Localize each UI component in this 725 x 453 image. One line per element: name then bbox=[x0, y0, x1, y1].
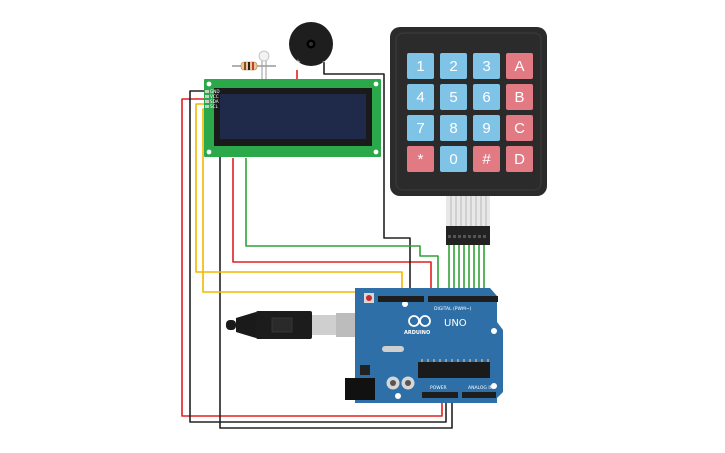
keypad-key-label: 8 bbox=[449, 120, 457, 137]
keypad-key-2[interactable] bbox=[440, 53, 467, 79]
keypad-key-3[interactable] bbox=[473, 53, 500, 79]
lcd-pin-scl-label: SCL bbox=[210, 104, 219, 109]
keypad-key-label: A bbox=[514, 58, 524, 75]
lcd-screen bbox=[220, 94, 366, 139]
keypad-key-label: # bbox=[482, 151, 491, 168]
crystal bbox=[382, 346, 404, 352]
arduino-model: UNO bbox=[444, 318, 467, 329]
keypad-key-A[interactable] bbox=[506, 53, 533, 79]
keypad-key-label: * bbox=[418, 151, 424, 168]
capacitors bbox=[386, 376, 415, 390]
power-jack bbox=[345, 378, 375, 400]
keypad-key-4[interactable] bbox=[407, 84, 434, 110]
keypad-key-label: 5 bbox=[449, 89, 457, 106]
keypad-ribbon bbox=[446, 196, 490, 245]
piezo-buzzer[interactable]: − + bbox=[289, 22, 333, 66]
wire-yellow-sda[interactable] bbox=[195, 103, 403, 296]
analog-label: ANALOG IN bbox=[468, 385, 493, 391]
keypad-key-6[interactable] bbox=[473, 84, 500, 110]
keypad-key-label: 3 bbox=[482, 58, 490, 75]
buzzer-minus-label: − bbox=[322, 58, 328, 66]
keypad-key-label: 1 bbox=[416, 58, 424, 75]
wire-black-lcd-gnd-2[interactable] bbox=[189, 90, 447, 423]
lcd-module[interactable]: GND VCC SDA SCL bbox=[204, 79, 381, 157]
keypad-key-7[interactable] bbox=[407, 115, 434, 141]
keypad-key-9[interactable] bbox=[473, 115, 500, 141]
power-label: POWER bbox=[430, 385, 447, 391]
keypad-key-label: 9 bbox=[482, 120, 490, 137]
keypad-key-label: 0 bbox=[449, 151, 457, 168]
lcd-pins bbox=[205, 90, 209, 108]
led[interactable] bbox=[258, 50, 270, 80]
wire-green-lcd[interactable] bbox=[245, 158, 439, 296]
keypad-keys: 1 2 3 A 4 5 6 B 7 8 9 C * 0 # D bbox=[407, 53, 533, 172]
microcontroller-chip bbox=[418, 362, 490, 378]
keypad-key-label: D bbox=[514, 151, 525, 168]
resistor[interactable] bbox=[232, 61, 276, 71]
lcd-pin-gnd-label: GND bbox=[210, 89, 220, 94]
power-analog-header bbox=[422, 392, 496, 398]
keypad-key-B[interactable] bbox=[506, 84, 533, 110]
lcd-pin-vcc-label: VCC bbox=[210, 94, 219, 99]
keypad-key-label: 4 bbox=[416, 89, 424, 106]
keypad-key-1[interactable] bbox=[407, 53, 434, 79]
keypad-key-label: 2 bbox=[449, 58, 457, 75]
keypad-key-label: 6 bbox=[482, 89, 490, 106]
arduino-logo bbox=[408, 315, 431, 327]
keypad-key-#[interactable] bbox=[473, 146, 500, 172]
keypad[interactable]: 1 2 3 A 4 5 6 B 7 8 9 C * 0 # D bbox=[390, 27, 547, 245]
usb-cable[interactable] bbox=[226, 311, 374, 339]
keypad-key-label: 7 bbox=[416, 120, 424, 137]
keypad-key-C[interactable] bbox=[506, 115, 533, 141]
keypad-key-5[interactable] bbox=[440, 84, 467, 110]
arduino-uno[interactable]: DIGITAL (PWM~) ARDUINO UNO bbox=[345, 288, 503, 403]
arduino-brand: ARDUINO bbox=[404, 330, 430, 336]
keypad-wires bbox=[448, 245, 485, 296]
wire-red-lcd-bottom[interactable] bbox=[232, 158, 432, 296]
buzzer-plus-label: + bbox=[295, 58, 301, 66]
digital-label: DIGITAL (PWM~) bbox=[434, 306, 472, 312]
keypad-key-label: C bbox=[514, 120, 525, 137]
keypad-key-label: B bbox=[514, 89, 524, 106]
keypad-key-*[interactable] bbox=[407, 146, 434, 172]
lcd-pin-sda-label: SDA bbox=[210, 99, 219, 104]
keypad-key-0[interactable] bbox=[440, 146, 467, 172]
wire-black-buzzer[interactable] bbox=[323, 62, 411, 296]
digital-header bbox=[378, 296, 498, 302]
keypad-key-8[interactable] bbox=[440, 115, 467, 141]
keypad-key-D[interactable] bbox=[506, 146, 533, 172]
